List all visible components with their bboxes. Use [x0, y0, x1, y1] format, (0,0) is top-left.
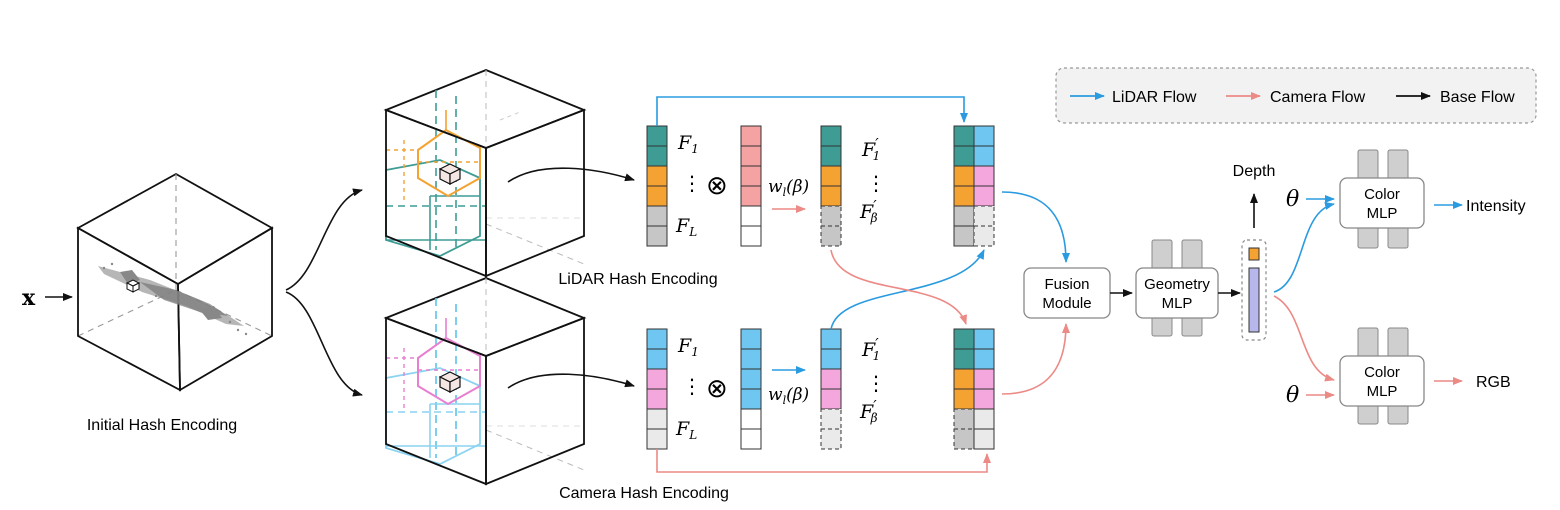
lidar-to-camera-cross-arrow — [830, 249, 967, 325]
theta-camera-label: θ — [1286, 383, 1299, 408]
color-mlp-camera-line1: Color — [1364, 364, 1400, 381]
lidar-prime-vdots: ⋮ — [866, 173, 886, 195]
initial-hash-encoding-label: Initial Hash Encoding — [87, 417, 237, 434]
small-voxel-cube — [125, 279, 141, 293]
input-x-label: x — [22, 285, 36, 311]
lidar-concat-stack — [953, 125, 995, 247]
legend-base-flow: Base Flow — [1440, 89, 1515, 106]
lidar-weighted-stack — [820, 125, 842, 247]
lidar-fl-label: FL — [675, 215, 697, 239]
color-mlp-camera — [1339, 327, 1425, 425]
latent-to-color-mlp-camera-arrow — [1273, 295, 1335, 382]
depth-output-label: Depth — [1233, 163, 1276, 180]
camera-to-lidar-cross-arrow — [830, 249, 985, 330]
camera-hash-encoding-label: Camera Hash Encoding — [559, 485, 729, 502]
camera-prime-vdots: ⋮ — [866, 373, 886, 395]
camera-vdots: ⋮ — [682, 376, 702, 398]
legend-camera-flow: Camera Flow — [1270, 89, 1366, 106]
legend: LiDAR Flow Camera Flow Base Flow — [1055, 67, 1537, 124]
legend-lidar-flow: LiDAR Flow — [1112, 89, 1197, 106]
fusion-module-line2: Module — [1042, 295, 1091, 312]
lidar-skip-connection-arrow — [656, 96, 968, 126]
lidar-cube-to-features-arrow — [507, 167, 635, 183]
split-arrow-up — [285, 188, 363, 291]
camera-weighted-stack — [820, 328, 842, 450]
lidar-feature-stack-f — [646, 125, 668, 247]
latent-to-color-mlp-lidar-arrow — [1273, 202, 1335, 293]
color-mlp-lidar — [1339, 149, 1425, 249]
camera-concat-stack — [953, 328, 995, 450]
lidar-hash-encoding-label: LiDAR Hash Encoding — [558, 271, 717, 288]
lidar-weight-label: wl(β) — [768, 177, 809, 199]
camera-otimes: ⊗ — [706, 373, 728, 403]
lidar-hash-cube — [383, 69, 587, 278]
lidar-fbeta-prime-label: F′β — [859, 197, 878, 225]
camera-f1-label: F1 — [677, 335, 699, 359]
intensity-output-label: Intensity — [1466, 198, 1526, 215]
camera-weight-label: wl(β) — [768, 385, 809, 407]
color-mlp-lidar-line1: Color — [1364, 186, 1400, 203]
camera-fl-label: FL — [675, 418, 697, 442]
camera-cube-to-features-arrow — [507, 373, 635, 389]
lidar-f1-prime-label: F′1 — [861, 135, 880, 163]
geometry-output-vector — [1241, 239, 1267, 341]
split-arrow-down — [285, 291, 363, 397]
camera-fbeta-prime-label: F′β — [859, 397, 878, 425]
geometry-mlp-line1: Geometry — [1144, 276, 1210, 293]
lidar-vdots: ⋮ — [682, 173, 702, 195]
camera-f1-prime-label: F′1 — [861, 335, 880, 363]
camera-concat-to-fusion-arrow — [1001, 323, 1070, 395]
color-mlp-lidar-line2: MLP — [1367, 205, 1398, 222]
camera-hash-cube — [383, 277, 587, 486]
lidar-f1-label: F1 — [677, 132, 699, 156]
camera-feature-stack-f — [646, 328, 668, 450]
lidar-otimes: ⊗ — [706, 170, 728, 200]
geometry-mlp — [1135, 239, 1219, 337]
geometry-mlp-line2: MLP — [1162, 295, 1193, 312]
lidar-concat-to-fusion-arrow — [1001, 191, 1070, 263]
lidar-weight-stack — [740, 125, 762, 247]
initial-cube — [76, 172, 274, 392]
rgb-output-label: RGB — [1476, 374, 1511, 391]
color-mlp-camera-line2: MLP — [1367, 383, 1398, 400]
camera-weight-stack — [740, 328, 762, 450]
theta-lidar-label: θ — [1286, 187, 1299, 212]
fusion-module-line1: Fusion — [1044, 276, 1089, 293]
camera-skip-connection-arrow — [656, 449, 991, 473]
